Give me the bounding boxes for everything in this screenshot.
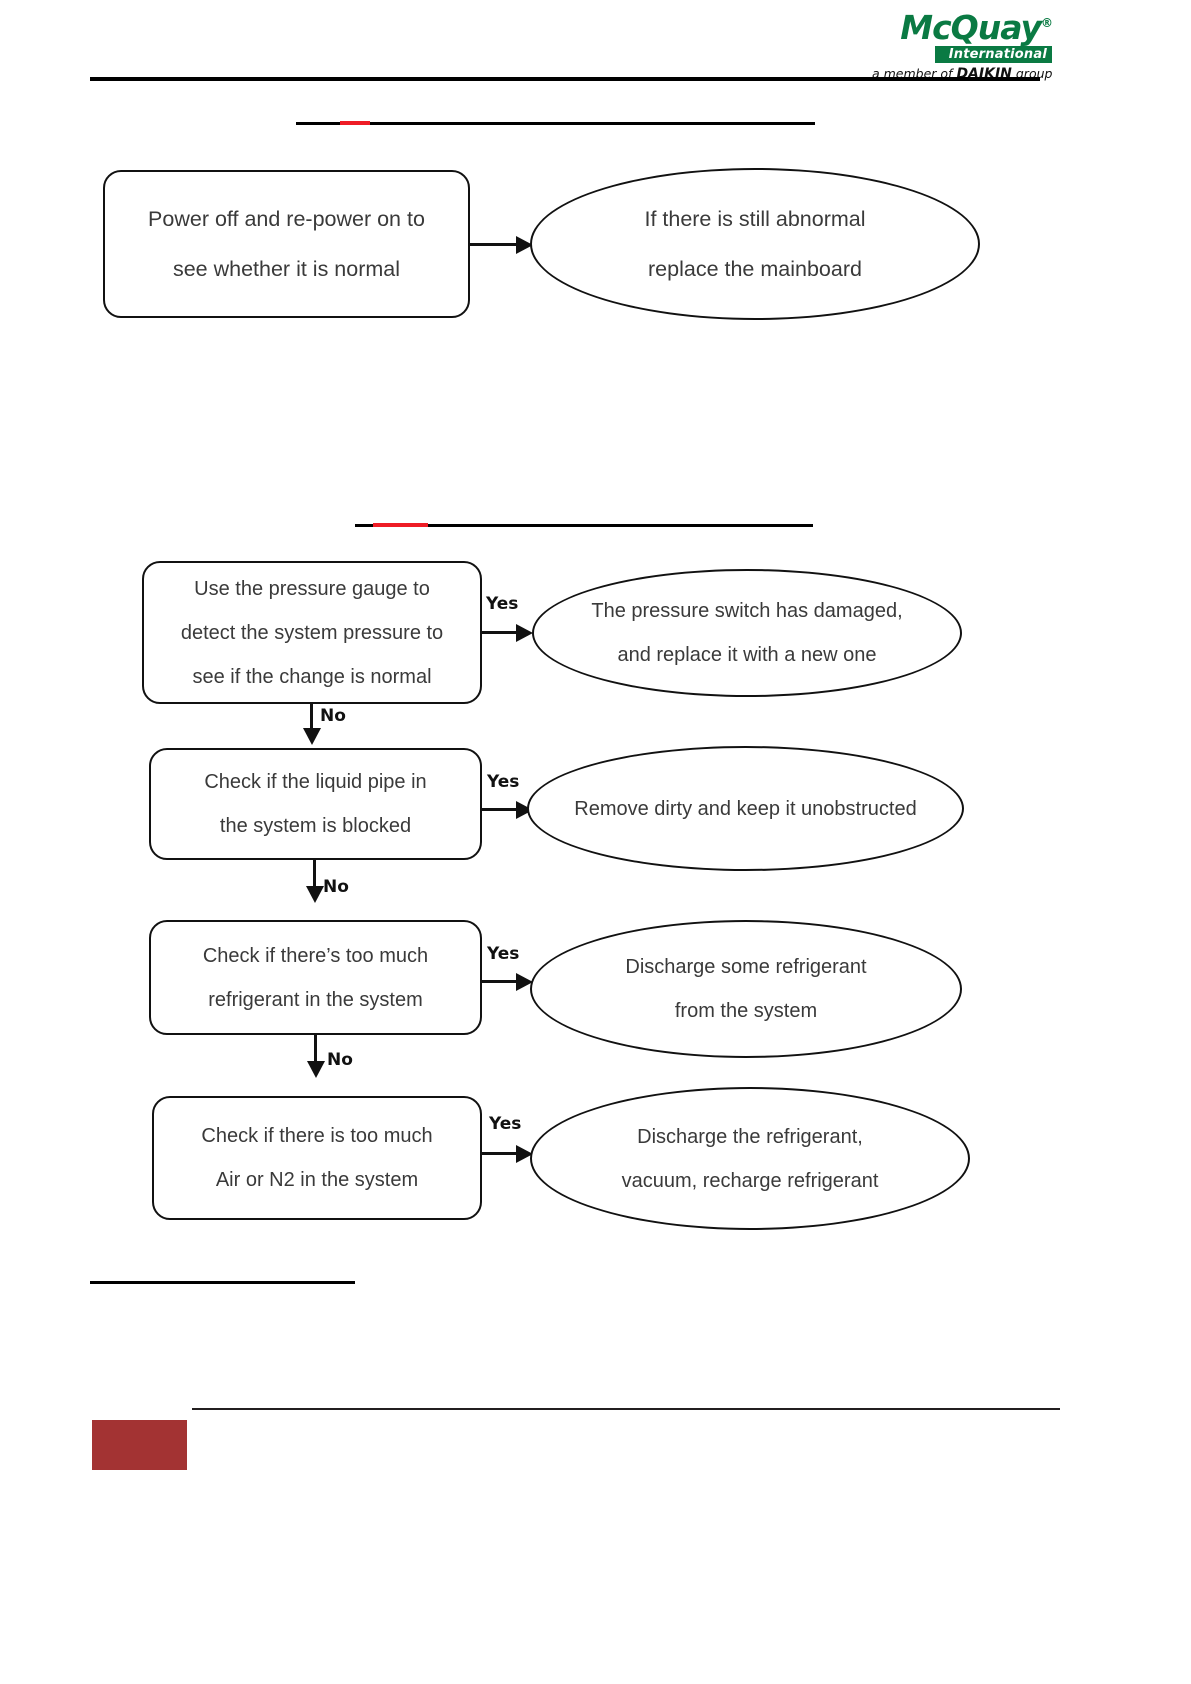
- flow2-result-2-line1: Remove dirty and keep it unobstructed: [574, 797, 917, 820]
- flow2-result-3-line2: from the system: [674, 1000, 818, 1022]
- flow2-check-node-1: Use the pressure gauge to detect the sys…: [142, 561, 482, 704]
- logo-international-band: International: [934, 46, 1052, 63]
- flow2-check-4-line2: Air or N2 in the system: [215, 1169, 419, 1191]
- flow2-yes-connector-3: [482, 980, 520, 983]
- flow2-yes-label-4: Yes: [489, 1114, 522, 1134]
- flow2-yes-connector-4: [482, 1152, 520, 1155]
- flow2-check-node-4: Check if there is too much Air or N2 in …: [152, 1096, 482, 1220]
- section-rule-2-highlight: [373, 523, 428, 527]
- flow2-check-4-line1: Check if there is too much: [201, 1125, 433, 1147]
- flow2-check-3-line2: refrigerant in the system: [208, 988, 423, 1011]
- flow1-start-line2: see whether it is normal: [172, 257, 401, 281]
- flow2-result-3-line1: Discharge some refrigerant: [625, 956, 867, 978]
- flow2-check-3-line1: Check if there’s too much: [202, 944, 429, 967]
- flow2-check-1-line2: detect the system pressure to: [180, 621, 444, 644]
- flow2-yes-label-1: Yes: [486, 594, 519, 614]
- section-rule-2: [355, 524, 813, 527]
- flow1-start-line1: Power off and re-power on to: [148, 207, 425, 231]
- flow2-check-1-line1: Use the pressure gauge to: [194, 577, 430, 600]
- section-rule-1: [296, 122, 815, 125]
- flow2-no-connector-3: [314, 1035, 317, 1067]
- flow2-no-label-3: No: [327, 1050, 353, 1070]
- flow1-start-node: Power off and re-power on to see whether…: [103, 170, 470, 318]
- flow2-no-label-1: No: [320, 706, 346, 726]
- mcquay-logo: McQuay® International a member of DAIKIN…: [872, 6, 1053, 82]
- flow1-connector-arrowhead-icon: [516, 236, 533, 254]
- registered-trademark-icon: ®: [1041, 16, 1053, 30]
- header-divider-rule: [90, 77, 1040, 81]
- flow1-result-line2: replace the mainboard: [648, 257, 862, 281]
- flow2-result-node-4: Discharge the refrigerant, vacuum, recha…: [530, 1087, 970, 1230]
- logo-wordmark: McQuay®: [872, 6, 1053, 47]
- flow2-yes-label-3: Yes: [487, 944, 520, 964]
- section-rule-3: [90, 1281, 355, 1284]
- flow2-no-connector-1: [310, 704, 313, 734]
- flow2-result-node-2: Remove dirty and keep it unobstructed: [527, 746, 964, 871]
- flow2-check-1-line3: see if the change is normal: [192, 665, 432, 688]
- flow2-yes-label-2: Yes: [487, 772, 520, 792]
- section-rule-1-highlight: [340, 121, 370, 125]
- flow2-result-node-1: The pressure switch has damaged, and rep…: [532, 569, 962, 697]
- flow1-result-line1: If there is still abnormal: [644, 207, 866, 231]
- flow2-yes-arrowhead-icon-1: [516, 624, 533, 642]
- flow2-check-node-2: Check if the liquid pipe in the system i…: [149, 748, 482, 860]
- flow2-yes-arrowhead-icon-4: [516, 1145, 533, 1163]
- footer-divider-rule: [192, 1408, 1060, 1410]
- flow2-no-arrowhead-icon-2: [306, 886, 324, 903]
- footer-page-marker: [92, 1420, 187, 1470]
- flow2-result-node-3: Discharge some refrigerant from the syst…: [530, 920, 962, 1058]
- flow2-result-4-line2: vacuum, recharge refrigerant: [621, 1169, 879, 1192]
- flow2-no-label-2: No: [323, 877, 349, 897]
- flow1-connector-line: [470, 243, 520, 246]
- flow1-result-node: If there is still abnormal replace the m…: [530, 168, 980, 320]
- flow2-result-1-line2: and replace it with a new one: [617, 644, 877, 666]
- flow2-check-2-line1: Check if the liquid pipe in: [204, 771, 427, 793]
- flow2-check-node-3: Check if there’s too much refrigerant in…: [149, 920, 482, 1035]
- flow2-yes-connector-2: [482, 808, 520, 811]
- flow2-no-connector-2: [313, 860, 316, 892]
- logo-wordmark-text: McQuay: [900, 8, 1042, 47]
- flow2-check-2-line2: the system is blocked: [219, 815, 412, 837]
- flow2-yes-arrowhead-icon-3: [516, 973, 533, 991]
- flow2-yes-connector-1: [482, 631, 520, 634]
- flow2-result-1-line1: The pressure switch has damaged,: [591, 600, 903, 622]
- flow2-result-4-line1: Discharge the refrigerant,: [637, 1125, 863, 1148]
- flow2-no-arrowhead-icon-3: [307, 1061, 325, 1078]
- flow2-no-arrowhead-icon-1: [303, 728, 321, 745]
